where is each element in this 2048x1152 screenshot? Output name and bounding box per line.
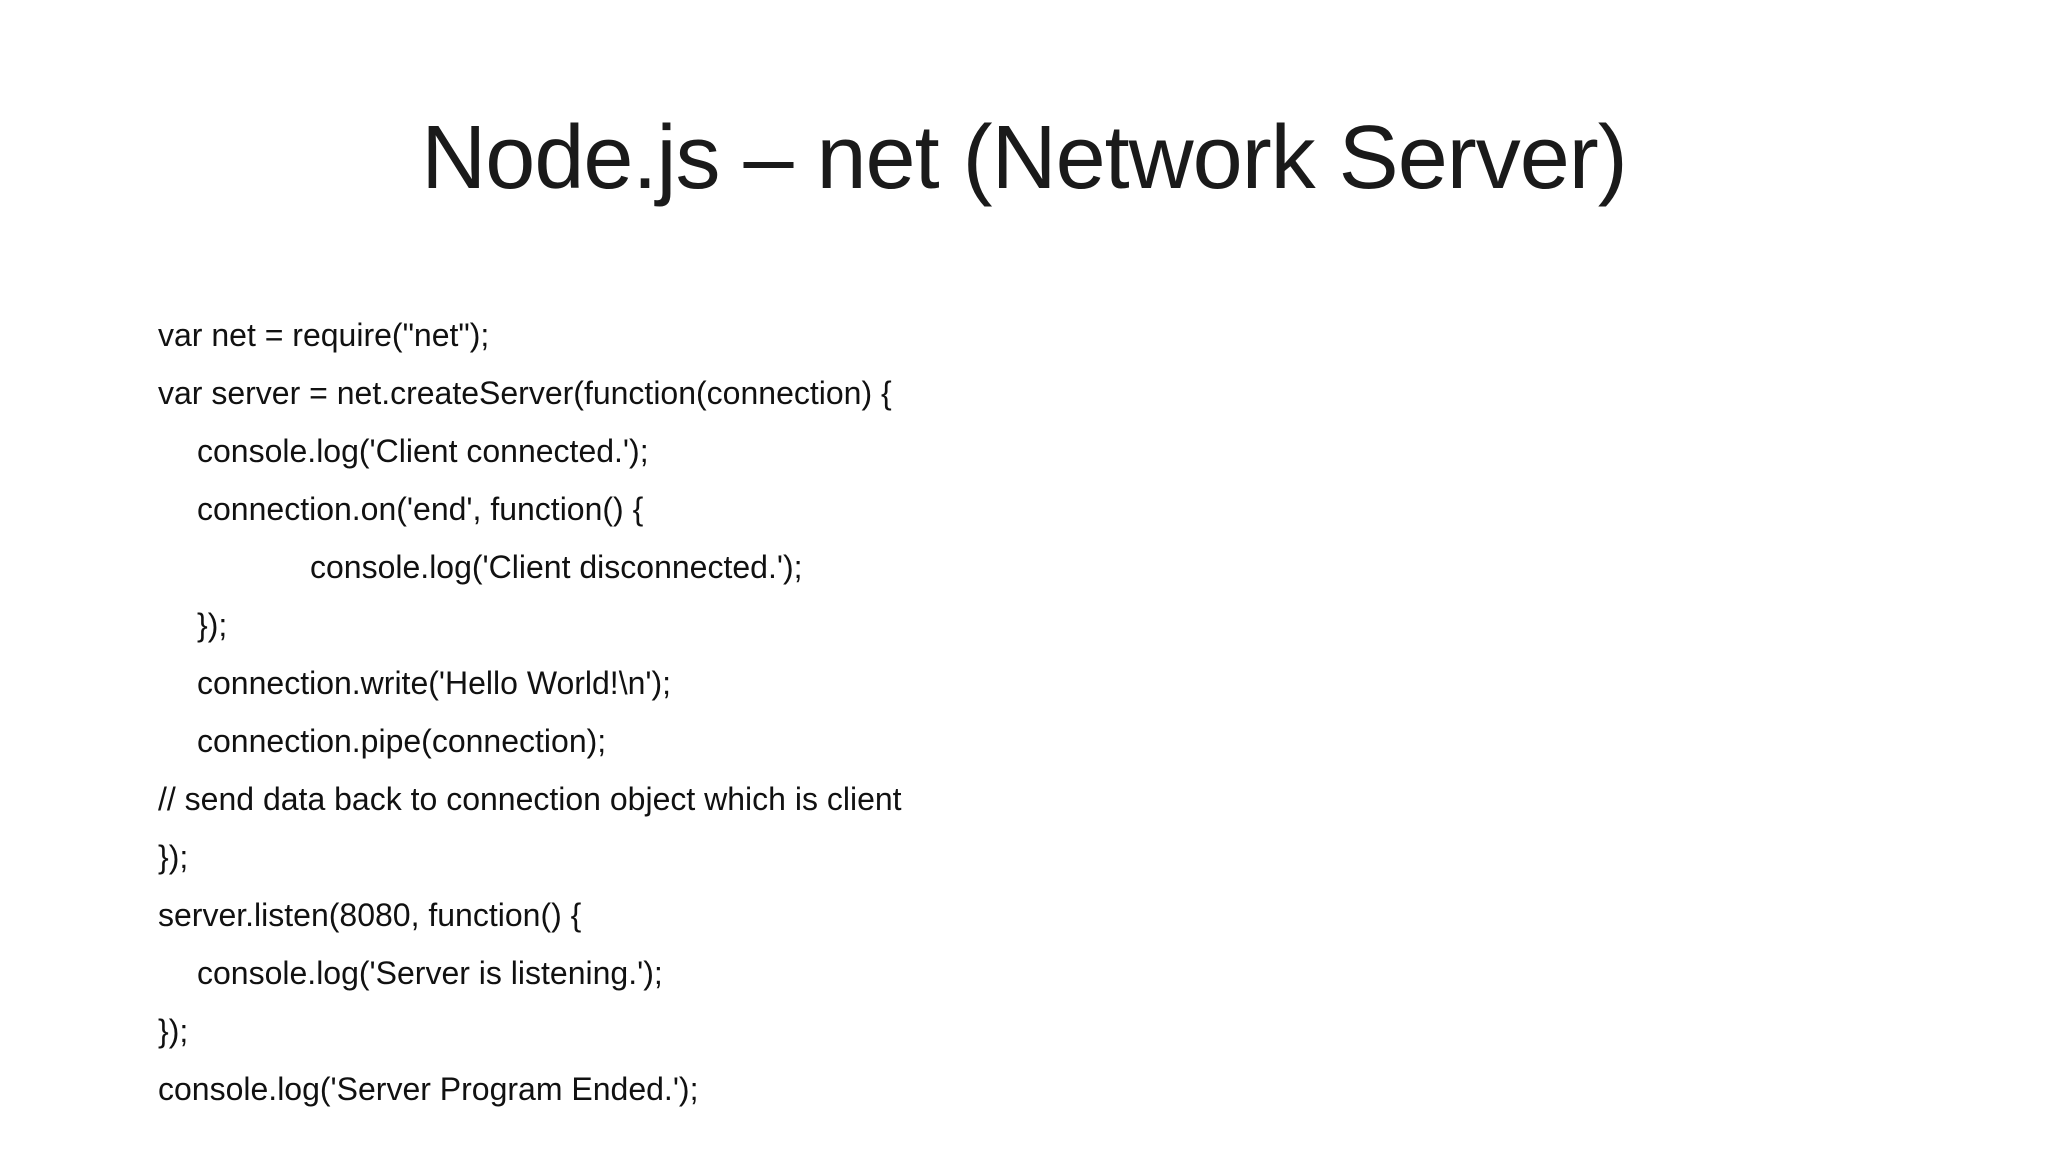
code-line: var net = require("net");: [158, 317, 490, 353]
code-line: console.log('Server Program Ended.');: [158, 1071, 699, 1107]
slide-title: Node.js – net (Network Server): [421, 108, 1627, 208]
code-line: });: [197, 607, 228, 643]
code-line: connection.write('Hello World!\n');: [197, 665, 672, 701]
code-line: });: [158, 1013, 189, 1049]
code-line: });: [158, 839, 189, 875]
code-block: var net = require("net"); var server = ne…: [158, 306, 902, 1118]
code-line: connection.on('end', function() {: [197, 491, 644, 527]
code-line: server.listen(8080, function() {: [158, 897, 582, 933]
code-line: var server = net.createServer(function(c…: [158, 375, 892, 411]
code-line: console.log('Client connected.');: [197, 433, 649, 469]
code-line: console.log('Server is listening.');: [197, 955, 663, 991]
code-line: connection.pipe(connection);: [197, 723, 607, 759]
code-line: console.log('Client disconnected.');: [310, 549, 803, 585]
code-line: // send data back to connection object w…: [158, 781, 902, 817]
